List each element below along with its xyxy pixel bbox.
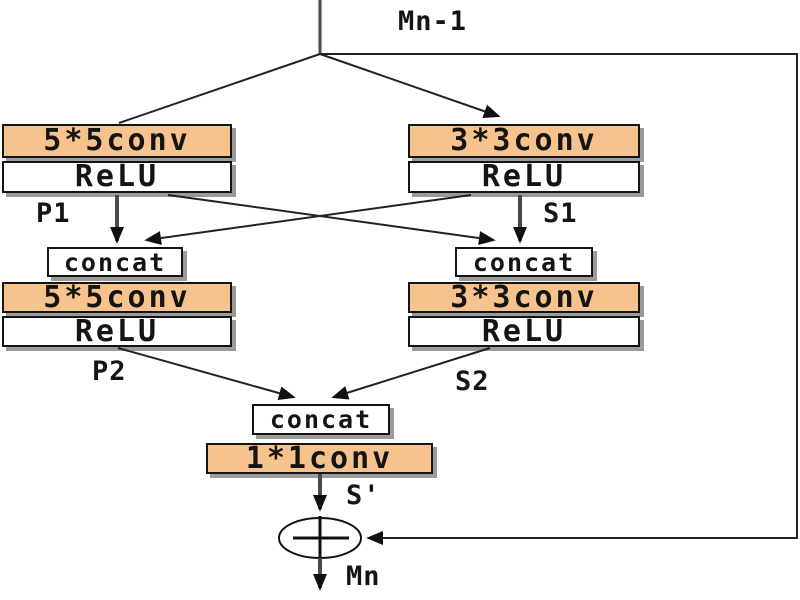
conv5x5-bottom-box: 5*5conv: [2, 282, 232, 313]
relu-left-bottom-box: ReLU: [2, 316, 232, 347]
p2-arrow: [117, 347, 296, 400]
concat-final-box: concat: [252, 404, 390, 435]
conv5x5-top-box: 5*5conv: [2, 124, 232, 158]
input-label: Mn-1: [398, 6, 468, 37]
conv1x1-box: 1*1conv: [206, 443, 433, 474]
p1-label: P1: [36, 198, 71, 229]
sum-node: [278, 517, 362, 559]
plus-icon: [293, 516, 349, 561]
p2-label: P2: [92, 356, 127, 387]
branch-left-line: [118, 53, 321, 124]
branch-right-arrow: [319, 53, 501, 119]
s-prime-label: S': [346, 480, 381, 511]
output-label: Mn: [346, 561, 381, 592]
relu-right-bottom-box: ReLU: [408, 316, 640, 347]
cross-left-to-right-arrow: [167, 194, 496, 246]
s2-label: S2: [455, 366, 490, 397]
cross-right-to-left-arrow: [144, 194, 472, 246]
conv3x3-top-box: 3*3conv: [408, 124, 640, 158]
concat-right-box: concat: [455, 247, 593, 277]
concat-left-box: concat: [47, 247, 183, 277]
relu-right-top-box: ReLU: [408, 161, 640, 193]
relu-left-top-box: ReLU: [2, 161, 232, 193]
conv3x3-bottom-box: 3*3conv: [408, 282, 640, 313]
s1-label: S1: [543, 198, 578, 229]
